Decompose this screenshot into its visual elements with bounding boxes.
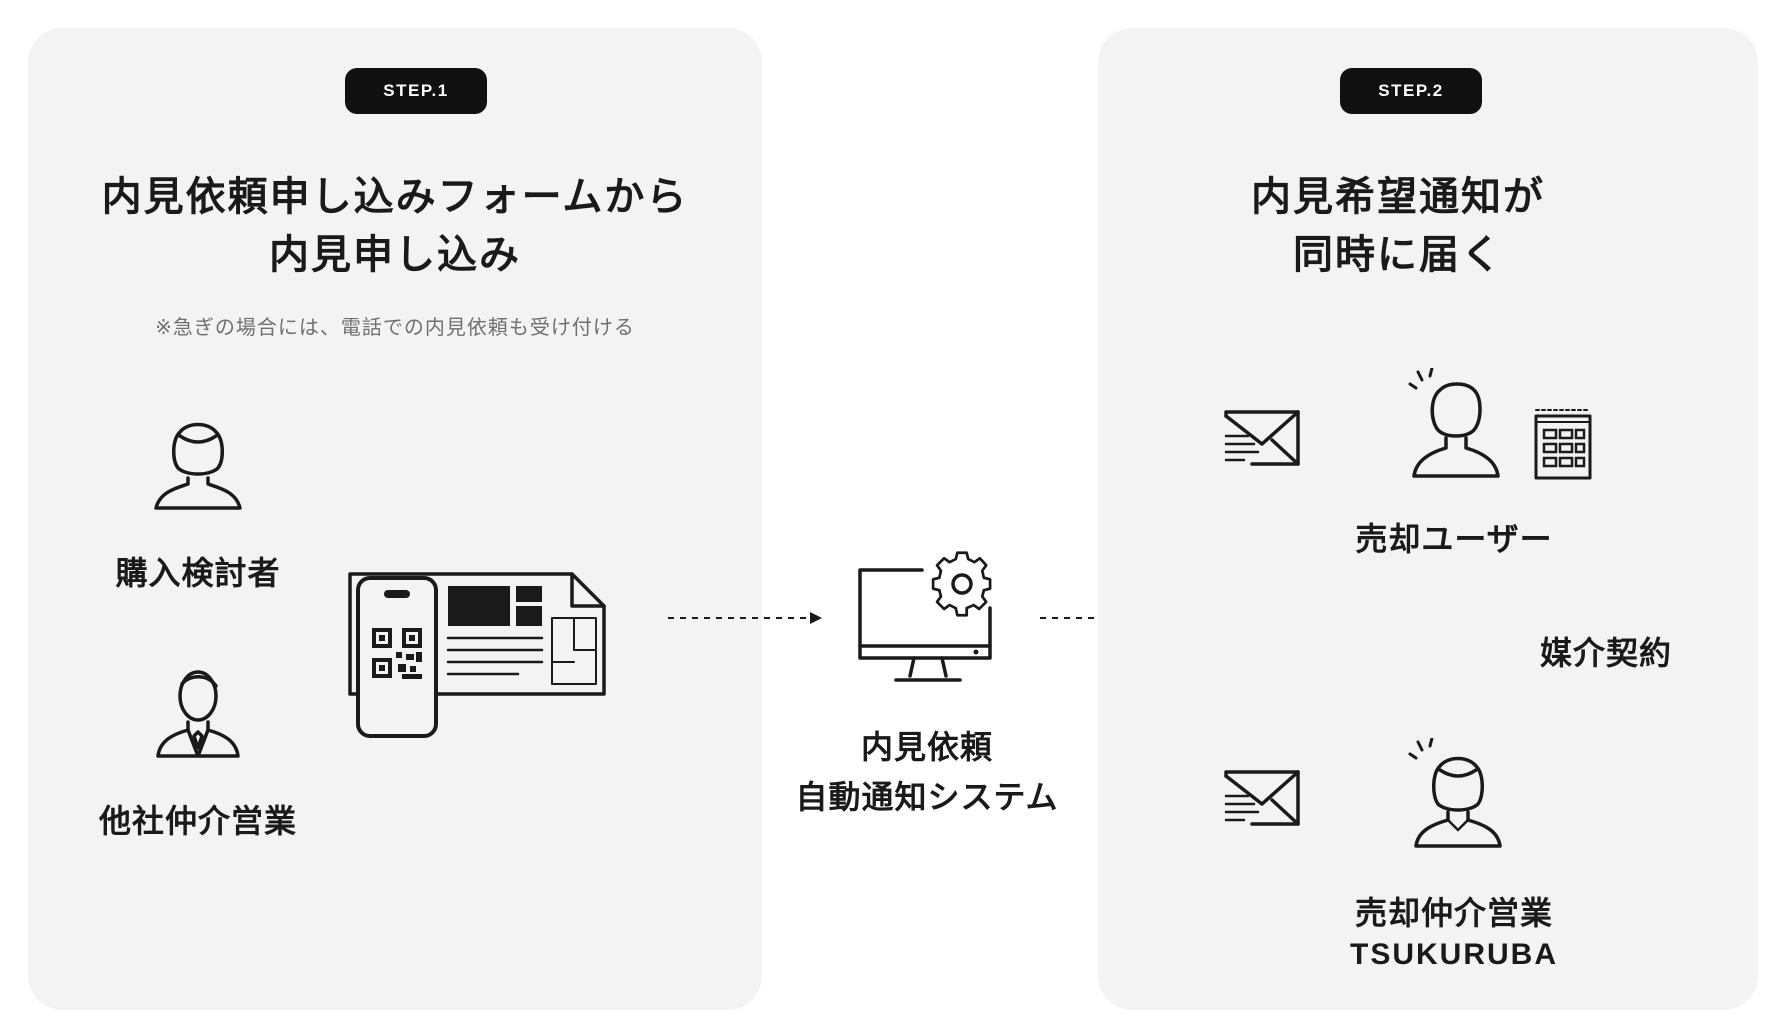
businessman-icon bbox=[156, 670, 240, 758]
woman-agent-icon bbox=[1408, 738, 1502, 848]
step2-title-line2: 同時に届く bbox=[1293, 232, 1503, 278]
recipient-label-seller: 売却ユーザー bbox=[1355, 520, 1553, 558]
envelope-icon bbox=[1224, 410, 1300, 466]
step2-panel: STEP.2 内見希望通知が 同時に届く 売却ユーザー 媒介契約 bbox=[1098, 28, 1758, 1010]
system-label: 内見依頼 自動通知システム bbox=[770, 722, 1084, 822]
contract-label: 媒介契約 bbox=[1539, 634, 1672, 672]
step1-note: ※急ぎの場合には、電話での内見依頼も受け付ける bbox=[155, 315, 635, 339]
actor-label-buyer: 購入検討者 bbox=[115, 554, 281, 592]
step2-title-line1: 内見希望通知が bbox=[1251, 174, 1545, 220]
step1-title-line2: 内見申し込み bbox=[269, 232, 521, 278]
step1-badge: STEP.1 bbox=[345, 68, 487, 114]
step2-title: 内見希望通知が 同時に届く bbox=[1098, 168, 1698, 284]
step1-title: 内見依頼申し込みフォームから 内見申し込み bbox=[28, 168, 762, 284]
actor-label-agent: 他社仲介営業 bbox=[98, 802, 297, 840]
system-label-line1: 内見依頼 bbox=[860, 728, 993, 766]
seller-user-icon bbox=[1408, 368, 1500, 478]
qr-form-flyer-icon bbox=[348, 572, 606, 738]
step1-title-line1: 内見依頼申し込みフォームから bbox=[101, 174, 689, 220]
brand-label: TSUKURUBA bbox=[1350, 938, 1558, 971]
step1-panel: STEP.1 内見依頼申し込みフォームから 内見申し込み ※急ぎの場合には、電話… bbox=[28, 28, 762, 1010]
system-label-line2: 自動通知システム bbox=[795, 778, 1059, 816]
computer-gear-icon bbox=[858, 551, 992, 682]
recipient-label-agent: 売却仲介営業 bbox=[1354, 894, 1553, 932]
woman-user-icon bbox=[154, 422, 242, 510]
building-icon bbox=[1534, 409, 1592, 480]
envelope-icon bbox=[1224, 770, 1300, 826]
step2-badge: STEP.2 bbox=[1340, 68, 1482, 114]
